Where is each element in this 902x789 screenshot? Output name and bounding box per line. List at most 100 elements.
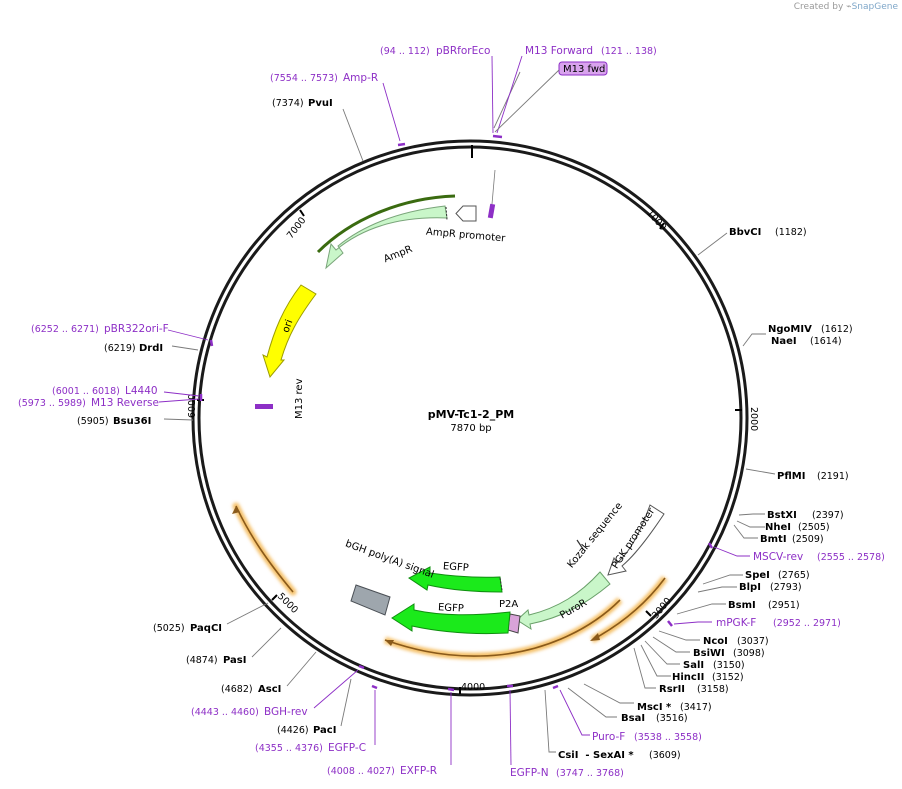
primer-range-m13forward: (121 .. 138) (601, 46, 657, 57)
enzyme-pos-asci: (4682) (221, 684, 253, 695)
primer-name-ampr: Amp-R (343, 72, 378, 84)
primer-mark (447, 687, 455, 692)
enzyme-pos-drdi: (6219) (104, 343, 136, 354)
enzyme-labels-right: BbvCI (1182) NgoMIV (1612) NaeI (1614) P… (558, 227, 853, 761)
enzyme-name-bsiwi: BsiWI (693, 648, 725, 659)
primer-mark (371, 684, 378, 690)
plasmid-length: 7870 bp (450, 423, 491, 434)
orange-arc-left-head (232, 506, 240, 514)
m13-rev-label: M13 rev (294, 378, 305, 419)
leader-line (340, 678, 352, 727)
enzyme-name-naei: NaeI (771, 336, 797, 347)
primer-leader (313, 669, 359, 709)
orange-arc-right (591, 577, 666, 641)
orange-arc-right-head (590, 633, 600, 641)
leader-line (697, 586, 737, 593)
primer-range-purof: (3538 .. 3558) (634, 732, 702, 743)
primer-leader (167, 329, 209, 341)
leader-line (163, 418, 194, 421)
enzyme-pos-pvui: (7374) (272, 98, 304, 109)
backbone-outer (191, 139, 749, 697)
egfp-inner-arrow (391, 603, 511, 635)
ampr-promoter-label: AmpR promoter (426, 227, 507, 245)
primer-leader (713, 546, 750, 557)
enzyme-name-rsrii: RsrII (659, 684, 685, 695)
primer-mark (209, 339, 214, 347)
enzyme-name-blpi: BlpI (739, 582, 761, 593)
leader-line (640, 644, 671, 677)
credit-brand: SnapGene (851, 2, 898, 12)
primer-name-mscvrev: MSCV-rev (753, 551, 803, 563)
primer-name-pbrforeco: pBRforEco (436, 45, 490, 57)
enzyme-name-spei: SpeI (745, 570, 770, 581)
leader-line (633, 647, 656, 689)
primer-name-exfpr: EXFP-R (400, 765, 437, 777)
pgk-promoter-arrow (607, 504, 665, 576)
leader-line (745, 468, 776, 475)
primer-marks (199, 134, 714, 692)
enzyme-name-pflmi: PflMI (777, 471, 805, 482)
enzyme-pos-naei: (1614) (810, 336, 842, 347)
ampr-outline (316, 194, 456, 254)
enzyme-name-bsmi: BsmI (728, 600, 756, 611)
leader-line (697, 232, 728, 256)
leader-line (644, 640, 680, 665)
primer-name-l4440: L4440 (125, 385, 158, 397)
primer-range-ampr: (7554 .. 7573) (270, 73, 338, 84)
primer-range-pbr322ori: (6252 .. 6271) (31, 324, 99, 335)
leader-line (493, 71, 521, 129)
primer-mark (667, 620, 673, 627)
leader-line (567, 687, 617, 718)
p2a-label: P2A (499, 599, 518, 610)
leader-line (733, 524, 758, 539)
enzyme-pos-paqci: (5025) (153, 623, 185, 634)
primer-range-exfpr: (4008 .. 4027) (327, 766, 395, 777)
enzyme-pos-hincii: (3152) (712, 672, 744, 683)
tick-3000 (645, 610, 652, 617)
snapgene-credit: Created by ⌁SnapGene (794, 2, 898, 12)
enzyme-pos-bmti: (2509) (792, 534, 824, 545)
egfp-outer-label: EGFP (443, 561, 470, 574)
tick-label-6000: 6000 (187, 394, 198, 418)
tick-1000 (659, 222, 665, 230)
orange-arc-bottom (384, 599, 621, 657)
enzyme-name-paci: PacI (313, 725, 336, 736)
leader-line (494, 69, 560, 133)
ampr-dotted (445, 206, 448, 221)
primer-mark (397, 142, 406, 147)
primer-name-mpgkf: mPGK-F (716, 617, 756, 629)
enzyme-name-bmti: BmtI (760, 534, 787, 545)
primer-leader (163, 391, 200, 397)
leader-line (658, 630, 700, 641)
tick-label-7000: 7000 (285, 215, 309, 241)
leader-line (742, 333, 766, 347)
primer-leader (496, 55, 523, 134)
primer-leader (382, 82, 401, 142)
leader-line (286, 651, 317, 687)
leader-line (583, 683, 634, 704)
primer-range-m13reverse: (5973 .. 5989) (18, 398, 86, 409)
enzyme-name-bsu36i: Bsu36I (113, 416, 151, 427)
primer-name-m13reverse: M13 Reverse (91, 397, 159, 409)
leader-line (702, 574, 743, 585)
primer-range-mpgkf: (2952 .. 2971) (773, 618, 841, 629)
tick-label-5000: 5000 (275, 591, 300, 616)
kozak-mark (576, 539, 584, 550)
primer-range-egfpc: (4355 .. 4376) (255, 743, 323, 754)
ampr-label: AmpR (382, 244, 414, 265)
enzyme-name-bstxi: BstXI (767, 510, 797, 521)
leader-line (738, 513, 765, 516)
leader-line (342, 108, 364, 162)
egfp-outer-arrow (408, 566, 503, 593)
primer-mark (358, 664, 365, 670)
tick-label-4000: 4000 (461, 682, 485, 693)
primer-range-bghrev: (4443 .. 4460) (191, 707, 259, 718)
ori-arrow (262, 284, 317, 379)
primer-name-bghrev: BGH-rev (264, 706, 308, 718)
primer-mark (492, 134, 503, 139)
m13-fwd-box (558, 61, 608, 76)
ori-label: ori (281, 318, 296, 334)
leader-line (652, 636, 690, 653)
primer-mark (552, 684, 559, 690)
enzyme-pos-blpi: (2793) (770, 582, 802, 593)
